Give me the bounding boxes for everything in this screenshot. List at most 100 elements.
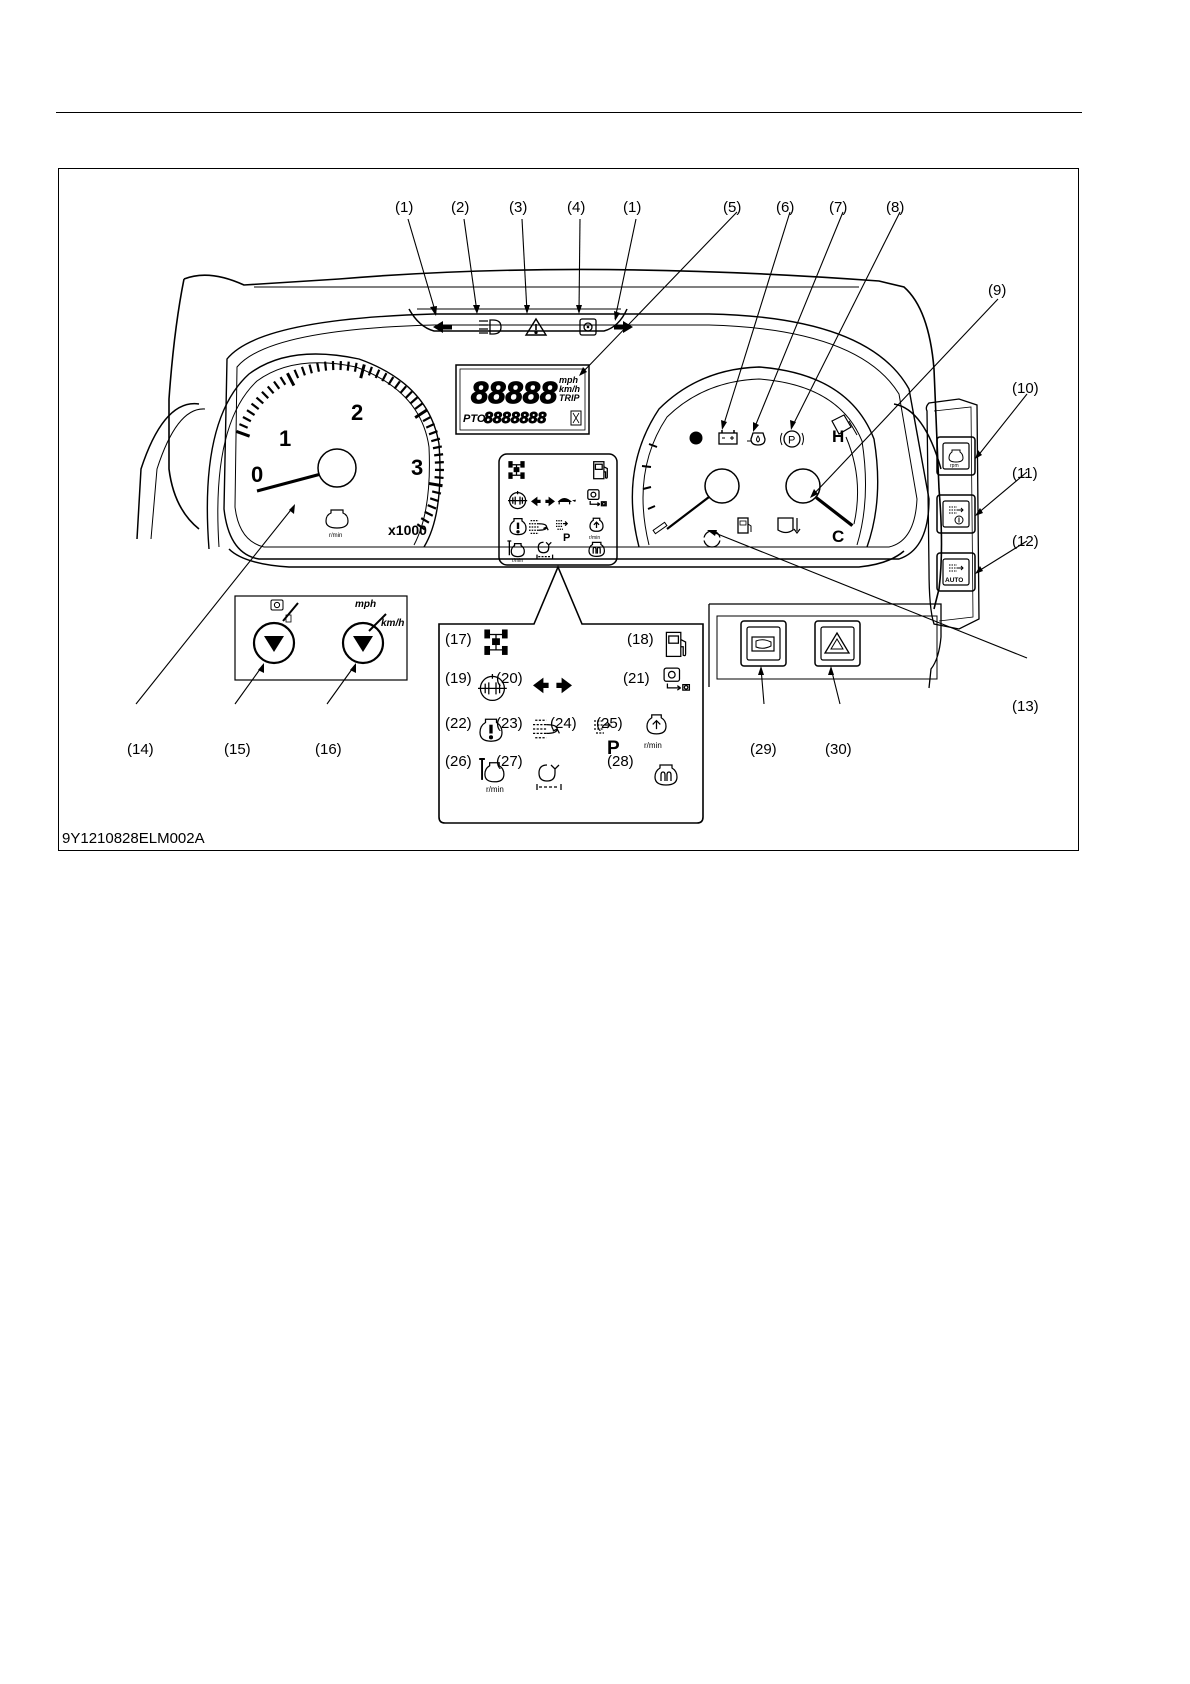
dpf-auto-switch[interactable]: AUTO [937,553,975,591]
svg-text:r/min: r/min [329,533,342,539]
tach-tick [382,373,386,381]
differential-lock-icon [508,491,527,509]
headlight-icon [479,320,501,334]
hazard-button-icon [825,633,849,653]
callout-1a: (1) [395,199,413,216]
rpm-label: r/min [589,535,600,541]
callout-4: (4) [567,199,585,216]
callout-22: (22) [445,715,472,732]
tach-hub [318,449,356,487]
coolant-temperature-icon [778,518,800,533]
tach-tick [361,365,365,379]
horn-icon [752,637,774,651]
tach-tick [355,363,357,372]
tach-tick [281,377,286,385]
tach-tick [423,417,431,421]
engine-rpm-icon [949,450,963,462]
transmission-warning-icon [580,319,596,335]
fuel-gauge-hub [705,469,739,503]
rpm-label: r/min [644,741,662,750]
tach-tick [430,498,439,501]
callout-6: (6) [776,199,794,216]
dpf-regeneration-icon [949,565,963,571]
warning-lamp-strip [409,309,633,335]
lower-switch-panel [709,604,941,688]
tach-tick [287,373,293,385]
horn-button[interactable] [741,621,786,666]
tach-tick-label-0: 0 [251,462,263,487]
pto-rpm-icon [537,542,553,558]
tach-multiplier: x1000 [388,522,427,538]
svg-text:AUTO: AUTO [945,577,963,584]
dpf-inhibit-switch[interactable] [937,495,975,533]
tachometer-scale [236,361,444,529]
callout-24: (24) [550,715,577,732]
shuttle-icon [531,497,555,507]
callout-8: (8) [886,199,904,216]
tortoise-icon [558,498,576,504]
tach-tick [415,404,422,409]
tach-tick [395,381,400,388]
rpm-memory-switch[interactable]: rpm [937,437,975,475]
tach-tick [236,431,249,436]
lcd-sub-digits: 8888888 [484,410,546,427]
callout-30: (30) [825,741,852,758]
battery-charge-icon [719,430,737,444]
tach-tick [425,512,433,516]
engine-rpm-icon [590,518,603,531]
callout-12: (12) [1012,533,1039,550]
figure-code: 9Y1210828ELM002A [62,830,205,847]
tach-tick [274,382,279,389]
tach-tick [435,477,444,478]
callout-27: (27) [496,753,523,770]
fuel-icon [738,518,751,533]
temperature-cold-label: C [832,527,844,546]
tach-tick [310,365,312,374]
rpm-label: r/min [486,785,504,794]
callout-2: (2) [451,199,469,216]
temperature-gauge-hub [786,469,820,503]
side-switch-panel: rpm AUTO [926,399,979,629]
callout-9: (9) [988,282,1006,299]
lcd-display: 88888 mph km/h TRIP PTO 8888888 [456,365,589,434]
callout-10: (10) [1012,380,1039,397]
tach-tick [243,417,251,421]
tach-tick [400,386,406,393]
lcd-trip: TRIP [559,393,580,403]
transmission-warning-icon [588,490,606,506]
fuel-temperature-gauge: H C P [632,367,877,547]
tach-tick [295,370,299,378]
fuel-full-marker [690,432,703,445]
dpf-regeneration-icon [529,521,548,534]
tachometer: 0 1 2 3 x1000 r/min [207,354,444,549]
tach-tick [406,392,412,398]
glow-plug-icon [589,542,604,556]
svg-text:rpm: rpm [950,463,959,469]
tach-tick [428,505,436,508]
speed-unit-selector[interactable] [343,623,383,663]
tach-tick [389,377,394,385]
temperature-needle [816,498,852,526]
transmission-warning-icon [271,600,298,622]
page-top-rule [56,112,1082,113]
tach-tick [429,483,443,485]
hazard-button[interactable] [815,621,860,666]
tach-tick-label-2: 2 [351,400,363,425]
lcd-pto: PTO [463,413,486,425]
regeneration-inhibit-icon [556,521,567,529]
callout-1b: (1) [623,199,641,216]
engine-rpm-hold-icon [507,541,524,557]
display-mode-selector[interactable] [254,623,294,663]
callout-15: (15) [224,741,251,758]
callout-26: (26) [445,753,472,770]
tach-tick [348,362,349,371]
tach-tick [426,424,434,428]
callout-19: (19) [445,670,472,687]
fuel-icon [594,462,608,479]
tach-tick [247,410,255,415]
dashboard-figure: 0 1 2 3 x1000 r/min 88888 mph km/h TRIP … [58,168,1079,851]
callout-17: (17) [445,631,472,648]
rpm-label: r/min [512,558,523,564]
callout-16: (16) [315,741,342,758]
